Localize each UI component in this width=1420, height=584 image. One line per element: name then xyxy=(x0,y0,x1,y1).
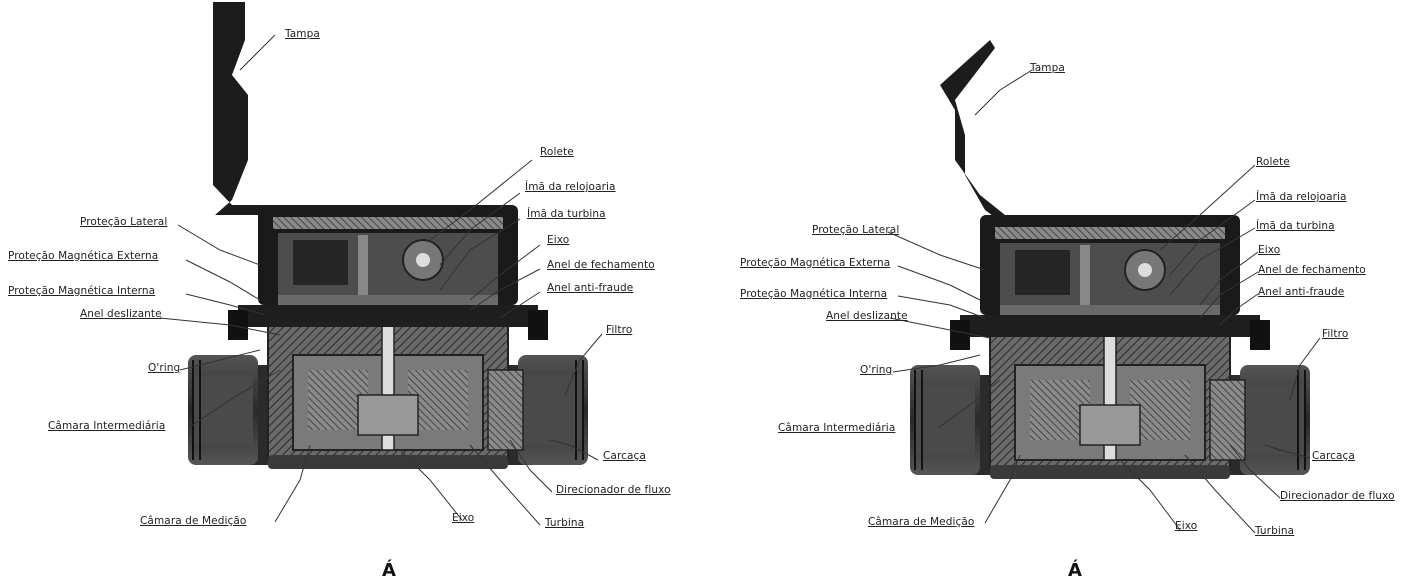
label-protecao-lateral-left: Proteção Lateral xyxy=(80,216,168,228)
label-tampa-right: Tampa xyxy=(1030,62,1065,74)
label-rolete-right: Rolete xyxy=(1256,156,1290,168)
left-leader-lines xyxy=(159,34,603,526)
label-turbina-left: Turbina xyxy=(545,517,585,529)
label-protecao-mag-interna-right: Proteção Magnética Interna xyxy=(740,288,888,300)
label-anel-antifraude-left: Anel anti-fraude xyxy=(547,282,634,294)
caption-left: Á xyxy=(382,560,396,581)
label-filtro-left: Filtro xyxy=(606,324,633,336)
label-tampa-left: Tampa xyxy=(285,28,320,40)
label-camara-medicao-left: Câmara de Medição xyxy=(140,515,247,527)
label-camara-medicao-right: Câmara de Medição xyxy=(868,516,975,528)
label-ima-turbina-left: Ímã da turbina xyxy=(527,208,606,220)
label-ima-relojoaria-right: Ímã da relojoaria xyxy=(1256,191,1347,203)
label-protecao-mag-externa-left: Proteção Magnética Externa xyxy=(8,250,159,262)
label-eixo-top-left: Eixo xyxy=(547,234,570,246)
label-anel-deslizante-right: Anel deslizante xyxy=(826,310,908,322)
label-anel-fechamento-right: Anel de fechamento xyxy=(1258,264,1366,276)
label-eixo-top-right: Eixo xyxy=(1258,244,1281,256)
label-protecao-lateral-right: Proteção Lateral xyxy=(812,224,900,236)
caption-right: Á xyxy=(1068,560,1082,581)
label-eixo-bottom-right: Eixo xyxy=(1175,520,1198,532)
label-rolete-left: Rolete xyxy=(540,146,574,158)
label-camara-intermediaria-right: Câmara Intermediária xyxy=(778,422,896,434)
label-anel-fechamento-left: Anel de fechamento xyxy=(547,259,655,271)
right-leader-lines xyxy=(887,69,1321,534)
label-ima-turbina-right: Ímã da turbina xyxy=(1256,220,1335,232)
label-ima-relojoaria-left: Ímã da relojoaria xyxy=(525,181,616,193)
label-protecao-mag-interna-left: Proteção Magnética Interna xyxy=(8,285,156,297)
label-camara-intermediaria-left: Câmara Intermediária xyxy=(48,420,166,432)
label-carcaca-right: Carcaça xyxy=(1312,450,1355,462)
label-turbina-right: Turbina xyxy=(1255,525,1295,537)
label-filtro-right: Filtro xyxy=(1322,328,1349,340)
label-protecao-mag-externa-right: Proteção Magnética Externa xyxy=(740,257,891,269)
left-meter-drawing xyxy=(187,2,589,470)
label-carcaca-left: Carcaça xyxy=(603,450,646,462)
label-anel-deslizante-left: Anel deslizante xyxy=(80,308,162,320)
right-meter-drawing xyxy=(909,40,1311,480)
label-oring-right: O'ring xyxy=(860,364,893,376)
label-eixo-bottom-left: Eixo xyxy=(452,512,475,524)
label-oring-left: O'ring xyxy=(148,362,181,374)
label-anel-antifraude-right: Anel anti-fraude xyxy=(1258,286,1345,298)
label-direcionador-right: Direcionador de fluxo xyxy=(1280,490,1395,502)
label-direcionador-left: Direcionador de fluxo xyxy=(556,484,671,496)
